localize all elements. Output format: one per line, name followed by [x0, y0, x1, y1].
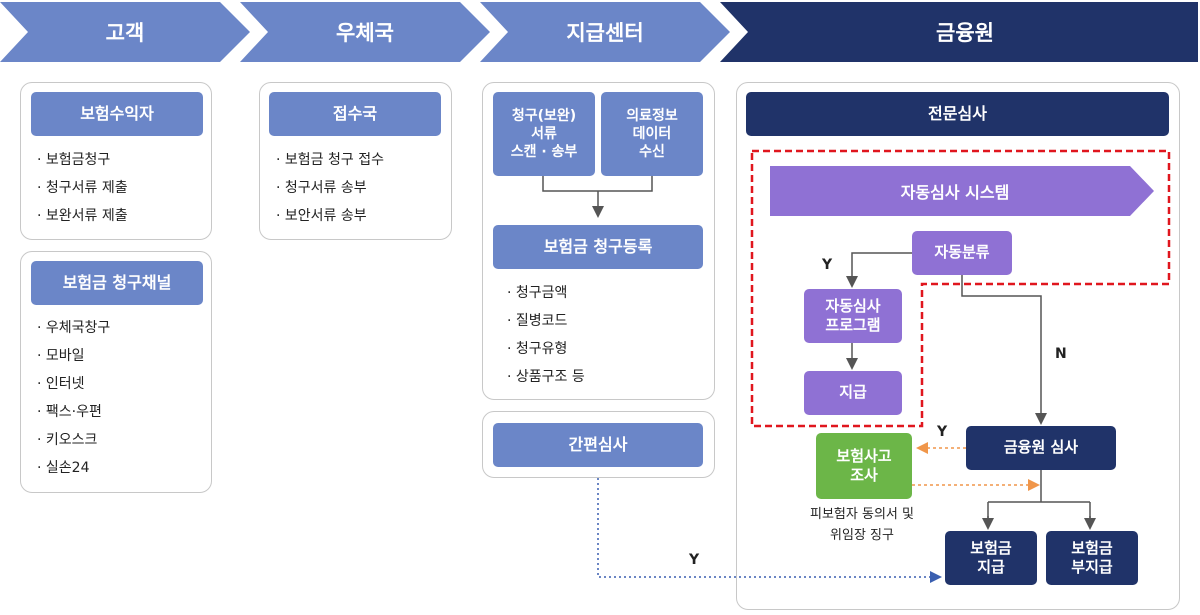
auto-review-dashed-region — [750, 149, 1171, 428]
result-split-connector — [987, 470, 1091, 524]
list-item: 질병코드 — [507, 307, 585, 335]
insurance-nonpay-box: 보험금 부지급 — [1046, 531, 1138, 585]
pay-line-1: 보험금 — [970, 538, 1012, 557]
program-line-1: 자동심사 — [825, 296, 881, 315]
program-line-2: 프로그램 — [825, 316, 881, 334]
survey-line-2: 조사 — [850, 466, 878, 484]
list-item: 청구서류 제출 — [37, 174, 128, 202]
list-item: 보험금 청구 접수 — [276, 146, 384, 174]
label-yes-simple: Y — [689, 552, 700, 568]
list-item: 키오스크 — [37, 426, 110, 454]
finance-review-box: 금융원 심사 — [966, 426, 1116, 470]
merge-connector — [542, 176, 653, 212]
list-item: 인터넷 — [37, 370, 110, 398]
medical-data-box: 의료정보 데이터 수신 — [601, 92, 703, 176]
claim-register-box: 보험금 청구등록 — [493, 225, 703, 269]
claim-channel-list: 우체국창구 모바일 인터넷 팩스·우편 키오스크 실손24 — [37, 314, 110, 482]
list-item: 모바일 — [37, 342, 110, 370]
list-item: 상품구조 등 — [507, 363, 585, 391]
survey-line-1: 보험사고 — [836, 446, 892, 465]
medical-line-3: 수신 — [639, 144, 665, 161]
list-item: 청구유형 — [507, 335, 585, 363]
claim-register-list: 청구금액 질병코드 청구유형 상품구조 등 — [507, 279, 585, 391]
label-yes-survey: Y — [937, 424, 948, 440]
simple-review-box: 간편심사 — [493, 423, 703, 467]
header-post-office: 우체국 — [336, 21, 394, 45]
header-finance-center: 금융원 — [936, 21, 994, 45]
auto-classify-box: 자동분류 — [912, 231, 1012, 275]
label-yes-classify: Y — [822, 257, 833, 273]
auto-review-system-label: 자동심사 시스템 — [900, 183, 1010, 202]
nonpay-line-1: 보험금 — [1071, 538, 1113, 557]
consent-note: 피보험자 동의서 및 위임장 징구 — [792, 505, 932, 547]
reception-office-box: 접수국 — [269, 92, 441, 136]
classify-no-connector — [961, 275, 1047, 425]
list-item: 청구서류 송부 — [276, 174, 384, 202]
scan-send-box: 청구(보완) 서류 스캔 · 송부 — [493, 92, 595, 176]
auto-pay-box: 지급 — [804, 371, 902, 415]
pay-line-2: 지급 — [977, 558, 1005, 576]
expert-review-box: 전문심사 — [746, 92, 1169, 136]
list-item: 우체국창구 — [37, 314, 110, 342]
header-chevrons — [0, 2, 1198, 62]
post-office-list: 보험금 청구 접수 청구서류 송부 보안서류 송부 — [276, 146, 384, 230]
chevron-payment-center — [480, 2, 730, 62]
scan-line-2: 서류 — [531, 125, 557, 142]
chevron-customer — [0, 2, 250, 62]
medical-line-2: 데이터 — [632, 125, 672, 142]
list-item: 보안서류 송부 — [276, 202, 384, 230]
medical-line-1: 의료정보 — [626, 107, 678, 124]
accident-survey-box: 보험사고 조사 — [816, 433, 912, 499]
list-item: 청구금액 — [507, 279, 585, 307]
list-item: 팩스·우편 — [37, 398, 110, 426]
list-item: 보완서류 제출 — [37, 202, 128, 230]
list-item: 실손24 — [37, 454, 110, 482]
chevron-finance-center — [720, 2, 1198, 62]
insurance-pay-box: 보험금 지급 — [945, 531, 1037, 585]
nonpay-line-2: 부지급 — [1071, 558, 1113, 576]
header-payment-center: 지급센터 — [566, 21, 644, 45]
auto-review-program-box: 자동심사 프로그램 — [804, 289, 902, 343]
label-no-classify: N — [1055, 346, 1067, 362]
note-line-1: 피보험자 동의서 및 — [810, 507, 914, 522]
list-item: 보험금청구 — [37, 146, 128, 174]
chevron-post-office — [240, 2, 490, 62]
header-customer: 고객 — [105, 21, 145, 45]
simple-review-dotted — [597, 478, 942, 583]
scan-line-3: 스캔 · 송부 — [510, 144, 578, 161]
classify-yes-connector — [846, 252, 912, 288]
beneficiary-box: 보험수익자 — [31, 92, 203, 136]
beneficiary-list: 보험금청구 청구서류 제출 보완서류 제출 — [37, 146, 128, 230]
note-line-2: 위임장 징구 — [830, 527, 894, 543]
scan-line-1: 청구(보완) — [511, 107, 577, 124]
claim-channel-box: 보험금 청구채널 — [31, 261, 203, 305]
